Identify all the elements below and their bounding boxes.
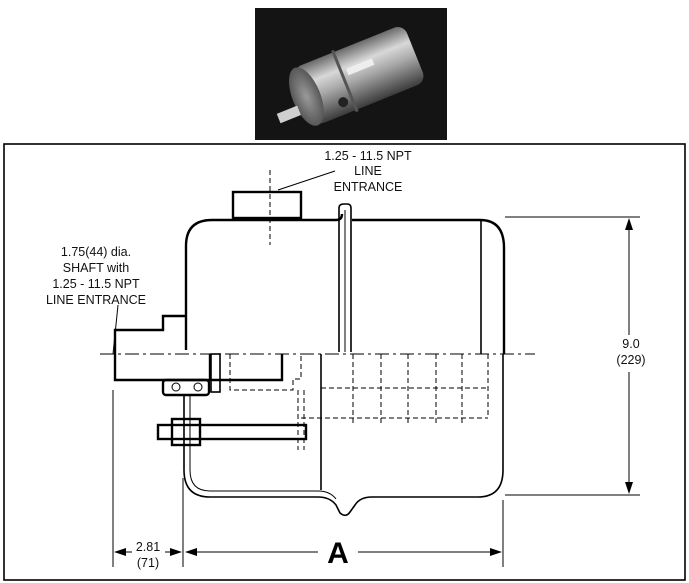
height-dim-inches: 9.0: [622, 337, 639, 351]
gear-housing: [208, 354, 284, 382]
hidden-gear-outline: [229, 354, 302, 391]
body-left-upper-outline: [184, 213, 344, 350]
top-entrance-leader: [277, 170, 336, 191]
rod-nut: [170, 417, 202, 447]
height-dim-mm: (229): [616, 353, 645, 367]
shaft-label-4: LINE ENTRANCE: [46, 293, 146, 307]
mounting-strap: [183, 354, 504, 517]
top-entrance-label-3: ENTRANCE: [334, 180, 403, 194]
hidden-gear-train: [297, 354, 489, 450]
drawing-frame: [3, 143, 686, 581]
body-right-upper-outline: [352, 218, 506, 354]
photo-shaft: [276, 105, 301, 124]
arrow-right-icon: [490, 548, 502, 556]
shaft-label-1: 1.75(44) dia.: [61, 245, 131, 259]
top-entrance-label-1: 1.25 - 11.5 NPT: [324, 149, 412, 163]
motor-photo-image: [255, 8, 447, 140]
clamp-band: [338, 203, 352, 352]
arrow-down-icon: [625, 482, 633, 494]
top-entrance-label-2: LINE: [354, 164, 382, 178]
shaft-label-2: SHAFT with: [63, 261, 129, 275]
arrow-left-icon: [114, 548, 126, 556]
product-photo: [255, 8, 447, 140]
bracket-hole-left: [171, 382, 181, 392]
bracket-stem: [210, 353, 221, 393]
arrow-right-icon: [170, 548, 182, 556]
arrow-left-icon: [185, 548, 197, 556]
offset-dim-mm: (71): [137, 556, 159, 570]
photo-body: [295, 26, 424, 124]
shaft-housing: [113, 314, 210, 382]
shaft-label-3: 1.25 - 11.5 NPT: [52, 277, 140, 291]
photo-endcap: [288, 67, 324, 126]
offset-dim-inches: 2.81: [136, 540, 160, 554]
mount-bracket: [161, 378, 211, 397]
shaft-leader: [112, 304, 119, 355]
top-conduit-boss: [231, 190, 303, 220]
length-dim-label: A: [327, 537, 349, 570]
bracket-hole-right: [193, 382, 203, 392]
arrow-up-icon: [625, 218, 633, 230]
linkage-rod: [156, 423, 308, 441]
photo-label: [345, 58, 375, 76]
mounting-strap-inner: [189, 395, 337, 500]
